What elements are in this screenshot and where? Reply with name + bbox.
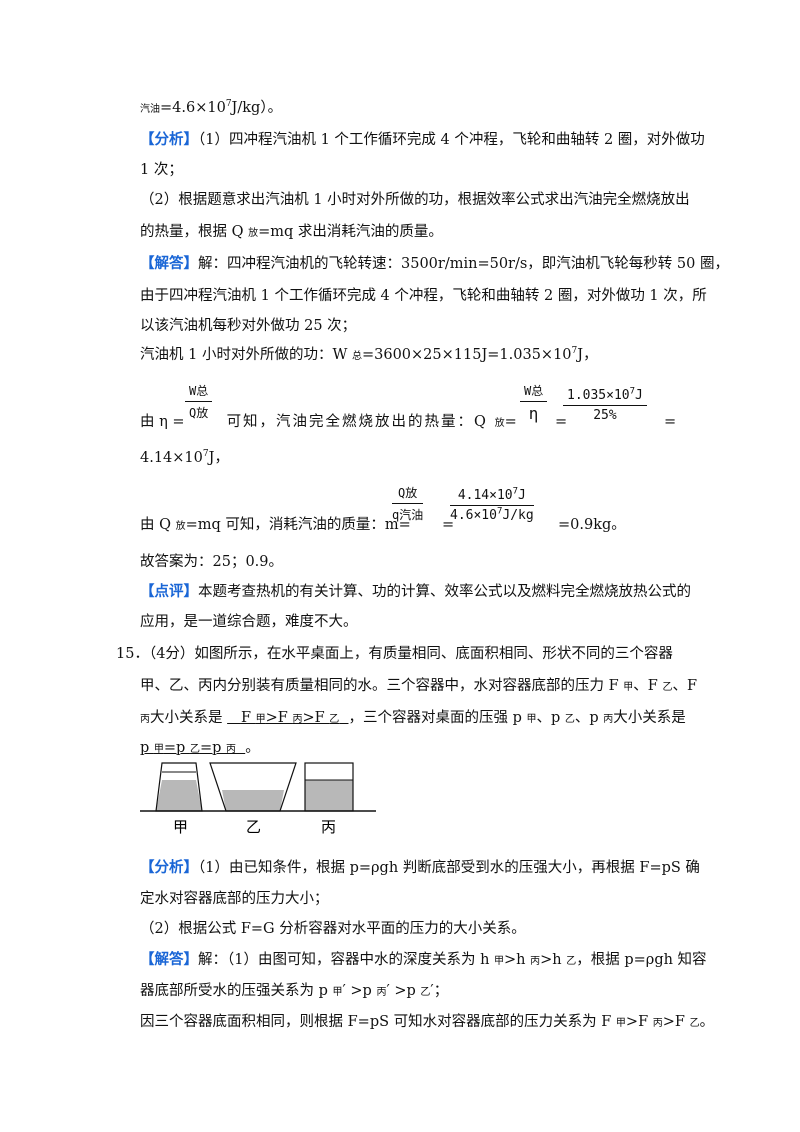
solution-1: 【解答】解：四冲程汽油机的飞轮转速：3500r/min=50r/s，即汽油机飞轮… [140, 255, 729, 272]
trailing-equals: = [664, 414, 677, 430]
solution-2: 【解答】解：（1）由图可知，容器中水的深度关系为 h 甲>h 丙>h 乙，根据 … [140, 951, 707, 968]
line-21: （2）根据公式 F=G 分析容器对水平面的压力的大小关系。 [140, 921, 526, 937]
line-4: （2）根据题意求出汽油机 1 小时对外所做的功，根据效率公式求出汽油完全燃烧放出 [140, 192, 690, 208]
mass-result: =0.9kg。 [558, 517, 626, 533]
containers-figure: 甲 乙 丙 [140, 762, 376, 836]
analysis-1: 【分析】（1）四冲程汽油机 1 个工作循环完成 4 个冲程，飞轮和曲轴转 2 圈… [140, 131, 705, 148]
line-1: 汽油=4.6×107J/kg）。 [140, 99, 283, 116]
fraction-q-over-q: Q放 q汽油 [392, 486, 424, 522]
line-9: 汽油机 1 小时对外所做的功：W 总=3600×25×115J=1.035×10… [140, 346, 598, 363]
label-jia: 甲 [173, 818, 188, 836]
analysis-tag-2: 【分析】 [140, 859, 198, 876]
line-11: 4.14×107J， [140, 449, 229, 466]
analysis-tag: 【分析】 [140, 131, 198, 148]
line-5: 的热量，根据 Q 放=mq 求出消耗汽油的质量。 [140, 224, 443, 240]
label-bing: 丙 [321, 818, 336, 836]
line-17: 丙大小关系是 F 甲>F 丙>F 乙 ，三个容器对桌面的压强 p 甲、p 乙、p… [140, 710, 686, 726]
line-8: 以该汽油机每秒对外做功 25 次； [140, 318, 357, 334]
comment-1: 【点评】本题考查热机的有关计算、功的计算、效率公式以及燃料完全燃烧放热公式的 [140, 583, 691, 600]
comment-tag: 【点评】 [140, 583, 198, 600]
comment-2: 应用，是一道综合题，难度不大。 [140, 614, 358, 630]
analysis-2: 【分析】（1）由已知条件，根据 p=ρgh 判断底部受到水的压强大小，再根据 F… [140, 859, 700, 876]
solution-tag: 【解答】 [140, 255, 198, 272]
question-number: 15． [116, 646, 149, 662]
fraction-w-over-q: W总 Q放 [185, 382, 213, 421]
line-12: 由 Q 放=mq 可知，消耗汽油的质量：m= [140, 517, 411, 533]
solution-tag-2: 【解答】 [140, 951, 198, 968]
equals-sign-2: = [442, 517, 455, 533]
line-7: 由于四冲程汽油机 1 个工作循环完成 4 个冲程，飞轮和曲轴转 2 圈，对外做功… [140, 288, 707, 304]
answer-blank-2: p 甲=p 乙=p 丙 [140, 740, 236, 756]
container-jia-water [156, 780, 202, 811]
equals-sign: = [555, 414, 568, 430]
container-bing-water [305, 780, 353, 811]
container-yi-water [222, 790, 284, 811]
line-24: 因三个容器底面积相同，则根据 F=pS 可知水对容器底部的压力关系为 F 甲>F… [140, 1014, 715, 1030]
line-23: 器底部所受水的压强关系为 p 甲′ >p 丙′ >p 乙′； [140, 983, 449, 999]
fraction-heat-value: 1.035×107J 25% [563, 387, 647, 423]
label-yi: 乙 [246, 818, 261, 836]
line-10: 由 η =可知，汽油完全燃烧放出的热量：Q 放= [140, 414, 517, 430]
answer-line: 故答案为：25；0.9。 [140, 554, 284, 570]
line-3: 1 次； [140, 162, 183, 178]
fraction-w-over-eta: W总 η [520, 382, 548, 423]
answer-blank-1: F 甲>F 丙>F 乙 [240, 710, 340, 726]
line-16: 甲、乙、丙内分别装有质量相同的水。三个容器中，水对容器底部的压力 F 甲、F 乙… [140, 678, 698, 694]
line-18: p 甲=p 乙=p 丙 。 [140, 740, 260, 756]
question-15: 15．（4分）如图所示，在水平桌面上，有质量相同、底面积相同、形状不同的三个容器 [116, 646, 673, 662]
line-20: 定水对容器底部的压力大小； [140, 891, 329, 907]
fraction-mass-value: 4.14×107J 4.6×107J/kg [450, 486, 534, 523]
